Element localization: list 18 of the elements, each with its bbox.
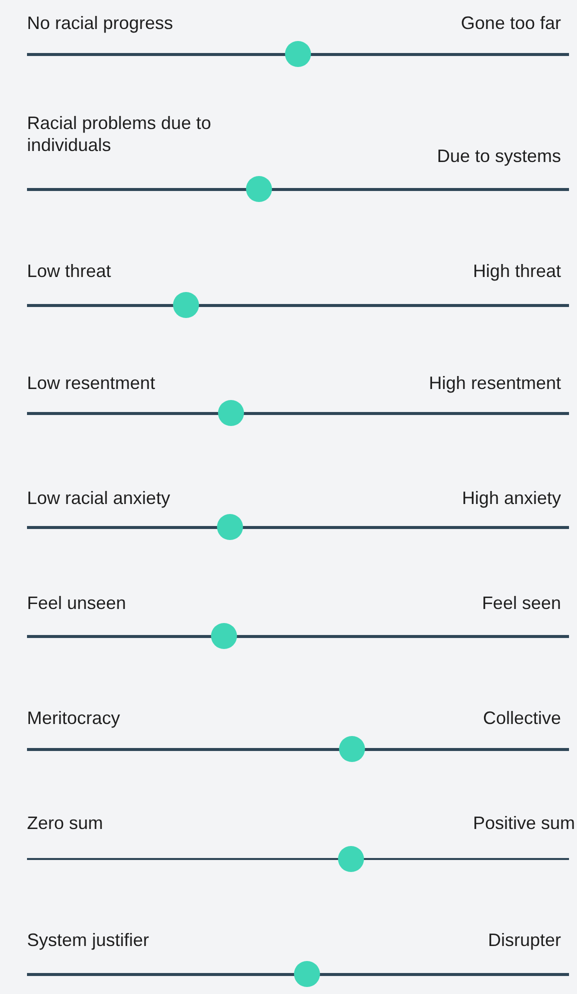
scale-label: Collective (482, 707, 561, 729)
scale-label: Due to systems (436, 145, 561, 167)
scale-label: Racial problems due to individuals (27, 112, 212, 156)
scale-label: Low threat (27, 260, 112, 282)
scale-label: Positive sum (472, 812, 575, 834)
scale-label: High threat (472, 260, 561, 282)
scale-label: No racial progress (27, 12, 174, 34)
scale-label: Disrupter (488, 929, 561, 951)
scale-label: Zero sum (27, 812, 104, 834)
scale-label: Meritocracy (27, 707, 120, 729)
scale-label: Feel unseen (27, 592, 126, 614)
scale-label: Gone too far (460, 12, 561, 34)
scale-label: Feel seen (482, 592, 561, 614)
scale-label: High resentment (428, 372, 561, 394)
scale-label: Low racial anxiety (27, 487, 170, 509)
scale-label: System justifier (27, 929, 150, 951)
scale-label: Low resentment (27, 372, 156, 394)
scale-label: High anxiety (462, 487, 561, 509)
